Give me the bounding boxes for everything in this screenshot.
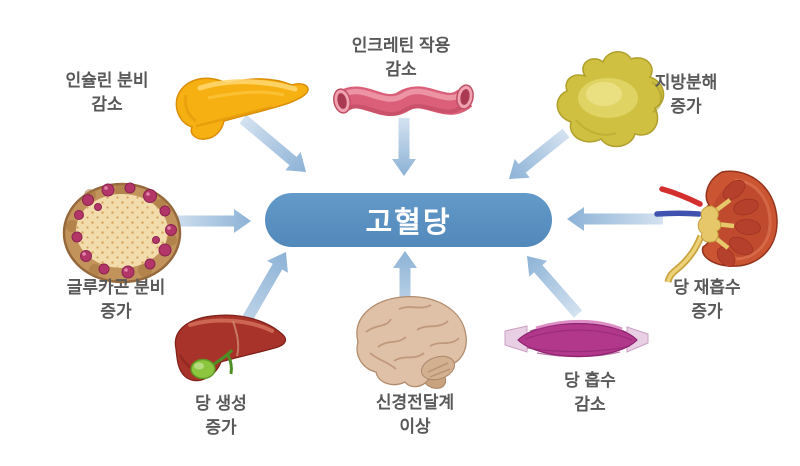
arrow-intestine-to-center <box>392 118 416 176</box>
label-incretin-effect-decrease: 인크레틴 작용 감소 <box>351 36 451 79</box>
arrow-pancreas-to-center <box>239 114 306 172</box>
pancreas-icon <box>175 77 309 140</box>
gallbladder <box>190 358 216 380</box>
liver-icon <box>174 314 287 382</box>
arrow-islet-to-center <box>170 209 251 233</box>
label-neurotransmitter-dysfunction: 신경전달계 이상 <box>375 393 455 436</box>
muscle-icon <box>504 319 649 358</box>
kidney-icon <box>654 170 778 283</box>
arrow-adipose-to-center <box>509 128 570 179</box>
center-node-hyperglycemia: 고혈당 <box>265 193 552 247</box>
arrow-kidney-to-center <box>567 207 663 231</box>
label-insulin-secretion-decrease: 인슐린 분비 감소 <box>65 71 149 114</box>
label-glucose-uptake-decrease: 당 흡수 감소 <box>564 371 616 414</box>
intestine-icon <box>333 84 474 117</box>
arrow-muscle-to-center <box>527 256 583 318</box>
renal-vein <box>654 210 702 217</box>
center-node-label: 고혈당 <box>365 207 452 239</box>
brain-icon <box>356 296 467 389</box>
pancreatic-islet-icon <box>62 182 182 284</box>
adipose-tissue-icon <box>556 51 665 148</box>
renal-artery <box>659 186 703 207</box>
label-glucose-reabsorption-increase: 당 재흡수 증가 <box>673 278 741 321</box>
label-glucagon-secretion-increase: 글루카곤 분비 증가 <box>66 278 166 321</box>
arrow-brain-to-center <box>393 251 417 330</box>
label-glucose-production-increase: 당 생성 증가 <box>195 394 247 437</box>
label-lipolysis-increase: 지방분해 증가 <box>654 73 718 116</box>
